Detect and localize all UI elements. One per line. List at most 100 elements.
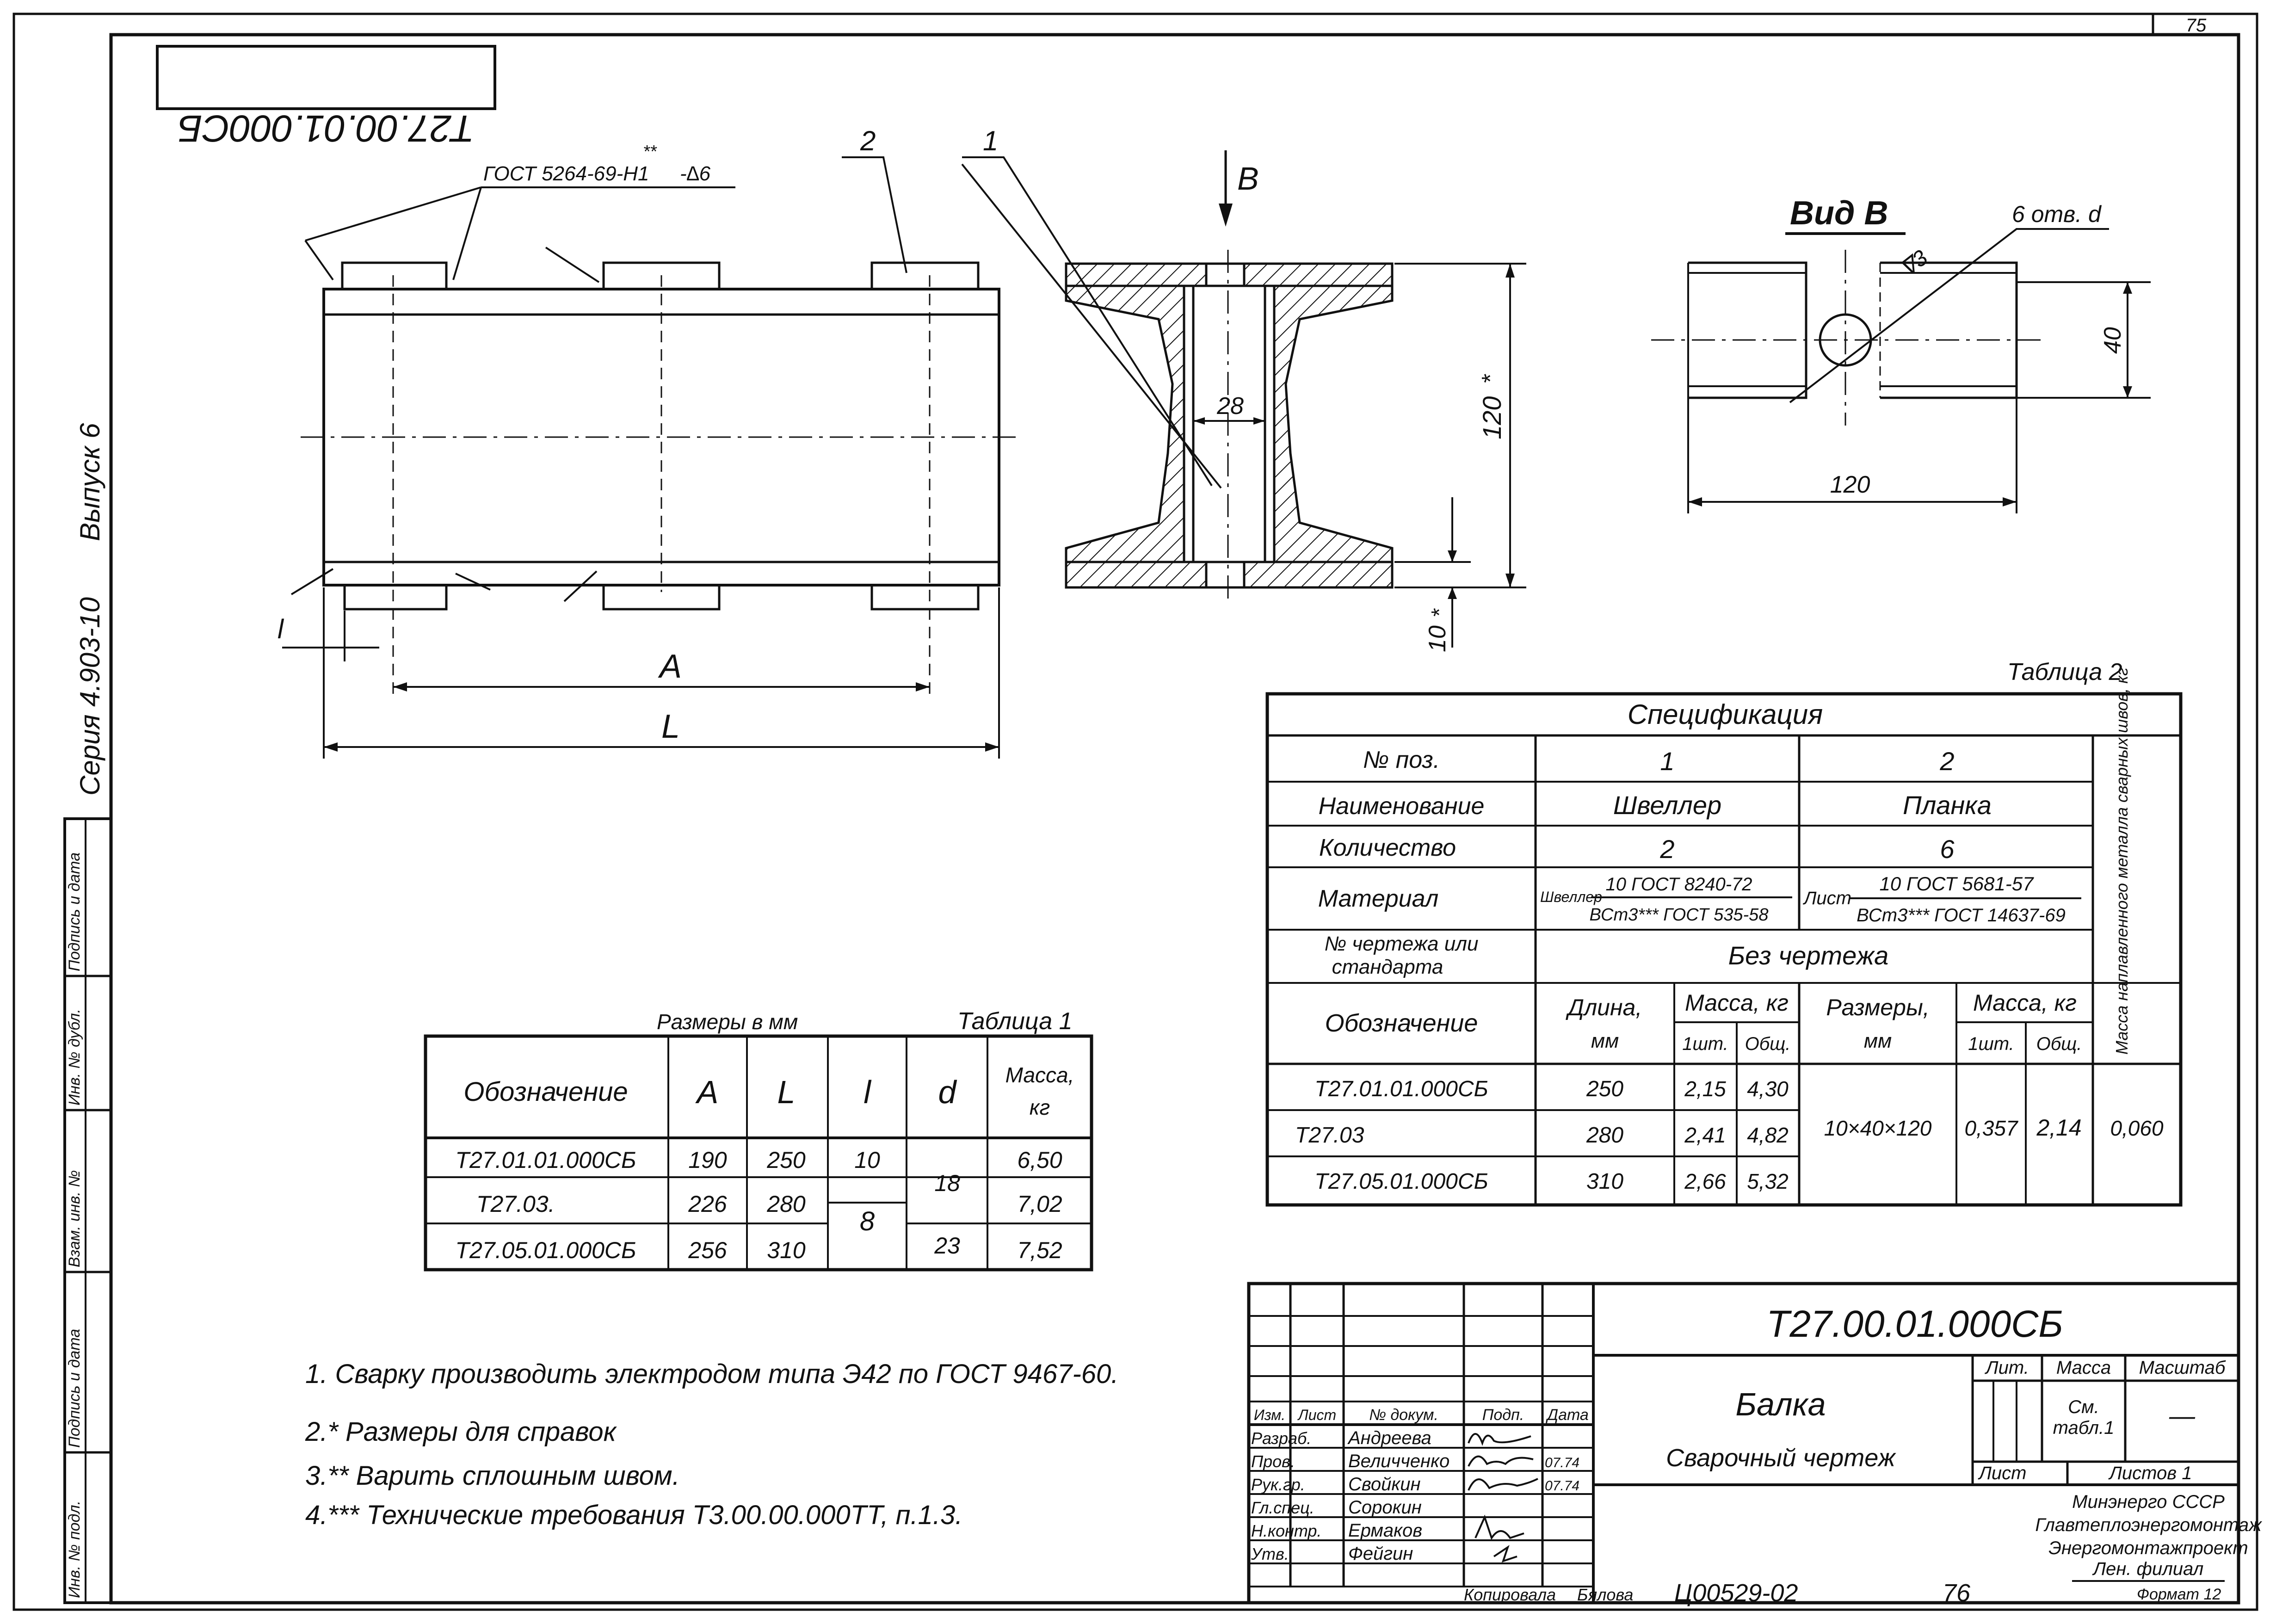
t2-r2-length: 280 bbox=[1586, 1123, 1623, 1148]
t2-label-drawing: № чертежа или bbox=[1325, 932, 1479, 955]
stamp-inv-dubl: Инв. № дубл. bbox=[66, 1009, 83, 1105]
t2-label-each: 1шт. bbox=[1682, 1034, 1728, 1054]
table-2: Таблица 2 Спецификация № поз. Наименован… bbox=[1265, 659, 2183, 1207]
t2-mass-total-value: 2,14 bbox=[2036, 1115, 2081, 1141]
tb-mass: Масса bbox=[2056, 1358, 2111, 1378]
t2-title: Спецификация bbox=[1628, 699, 1823, 730]
callout-1: 1 bbox=[983, 125, 998, 156]
dim-40: 40 bbox=[2099, 327, 2126, 354]
tb-scale: Масштаб bbox=[2139, 1358, 2226, 1378]
plate-top-2 bbox=[602, 261, 721, 290]
tb-person-1: Андреева bbox=[1347, 1428, 1431, 1448]
roughness: ∇3 bbox=[1896, 246, 1932, 282]
plate-bottom-2 bbox=[602, 584, 721, 611]
t2-label-mass: Масса, кг bbox=[1685, 990, 1789, 1016]
bottom-format: Формат 12 bbox=[2137, 1586, 2221, 1603]
tb-scale-value: — bbox=[2169, 1401, 2196, 1430]
t2-material-2-top: 10 ГОСТ 5681-57 bbox=[1880, 873, 2035, 895]
t1-r2-l: 8 bbox=[860, 1206, 875, 1236]
note-4: 4.*** Технические требования Т3.00.00.00… bbox=[305, 1500, 962, 1530]
stamp-sign-date-2: Подпись и дата bbox=[66, 1329, 83, 1448]
t2-label-length: Длина, bbox=[1566, 994, 1642, 1020]
t1-r1-mass: 6,50 bbox=[1017, 1147, 1062, 1173]
t1-r3-d: 23 bbox=[934, 1233, 960, 1259]
t2-r1-length: 250 bbox=[1586, 1077, 1623, 1101]
title-block: Т27.00.01.000СБ Балка Сварочный чертеж И… bbox=[1247, 1282, 2262, 1605]
t2-material-1-top: 10 ГОСТ 8240-72 bbox=[1605, 874, 1752, 895]
t2-material-2-bottom: ВСт3*** ГОСТ 14637-69 bbox=[1857, 905, 2066, 926]
table2-caption: Таблица 2 bbox=[2007, 659, 2122, 685]
t2-r3-each: 2,66 bbox=[1684, 1169, 1726, 1193]
t2-r2-each: 2,41 bbox=[1684, 1123, 1726, 1147]
t2-material-1-bottom: ВСт3*** ГОСТ 535-58 bbox=[1590, 905, 1769, 925]
t1-r3-mass: 7,52 bbox=[1017, 1237, 1062, 1263]
tb-role-6: Утв. bbox=[1251, 1544, 1289, 1563]
dim-A: A bbox=[658, 648, 682, 685]
t2-r3-designation: Т27.05.01.000СБ bbox=[1314, 1169, 1488, 1194]
t1-head-designation: Обозначение bbox=[463, 1077, 628, 1107]
tb-person-4: Сорокин bbox=[1348, 1497, 1422, 1518]
signature-3 bbox=[1468, 1478, 1538, 1491]
tb-role-3: Рук.гр. bbox=[1251, 1475, 1305, 1494]
plate-top-3 bbox=[870, 261, 980, 290]
t2-r1-designation: Т27.01.01.000СБ bbox=[1314, 1077, 1488, 1101]
t2-r2-designation: Т27.03 bbox=[1295, 1123, 1364, 1148]
tb-mass-value-1: См. bbox=[2068, 1397, 2099, 1417]
t2-r1-total: 4,30 bbox=[1747, 1077, 1789, 1101]
plate-bottom-3 bbox=[870, 584, 980, 611]
bottom-copied: Копировала bbox=[1464, 1585, 1556, 1604]
dim-l: l bbox=[278, 614, 284, 644]
t2-label-name: Наименование bbox=[1319, 793, 1485, 820]
t1-head-L: L bbox=[777, 1074, 796, 1110]
t2-label-sizes: Размеры, bbox=[1826, 994, 1929, 1020]
tb-org-3: Энергомонтажпроект bbox=[2048, 1538, 2248, 1558]
table-1: Размеры в мм Таблица 1 Обозначение A L l… bbox=[424, 1008, 1093, 1272]
t2-label-designation: Обозначение bbox=[1325, 1009, 1478, 1037]
t1-head-d: d bbox=[938, 1074, 957, 1110]
view-b-title: Вид В bbox=[1790, 195, 1888, 232]
t1-r3-L: 310 bbox=[767, 1237, 806, 1263]
tb-doc-type: Сварочный чертеж bbox=[1666, 1444, 1897, 1472]
mirrored-code-stamp bbox=[156, 45, 496, 110]
t1-r1-L: 250 bbox=[766, 1147, 806, 1173]
dim-bottom: 10 bbox=[1424, 625, 1451, 652]
view-b: Вид В 6 отв. d ∇3 40 120 bbox=[1651, 195, 2151, 513]
stamp-sign-date-1: Подпись и дата bbox=[66, 852, 83, 971]
t1-r3-designation: Т27.05.01.000СБ bbox=[455, 1237, 636, 1263]
tb-person-2: Величченко bbox=[1348, 1451, 1450, 1471]
t2-name-1: Швеллер bbox=[1613, 790, 1721, 820]
main-view: ГОСТ 5264-69-Н1 ** -∆6 2 1 l A L bbox=[278, 125, 1222, 759]
tb-role-1: Разраб. bbox=[1251, 1429, 1311, 1448]
t2-label-weld-metal: Масса наплавленного металла сварных швов… bbox=[2112, 667, 2131, 1055]
series-label: Серия 4.903-10 bbox=[74, 597, 105, 796]
dim-L: L bbox=[661, 708, 680, 745]
view-arrow-label: В bbox=[1237, 161, 1259, 197]
stamp-vzam-inv: Взам. инв. № bbox=[66, 1170, 83, 1267]
bottom-number: Ц00529-02 bbox=[1674, 1579, 1798, 1607]
t2-label-length-unit: мм bbox=[1591, 1030, 1619, 1052]
t1-r3-A: 256 bbox=[688, 1237, 727, 1263]
t2-label-qty: Количество bbox=[1319, 834, 1456, 861]
note-3: 3.** Варить сплошным швом. bbox=[305, 1461, 680, 1491]
t2-r1-each: 2,15 bbox=[1684, 1077, 1726, 1101]
tb-date-2: 07.74 bbox=[1545, 1455, 1579, 1470]
t2-drawing-value: Без чертежа bbox=[1728, 941, 1889, 970]
tb-date-3: 07.74 bbox=[1545, 1478, 1579, 1494]
t2-mass-each-value: 0,357 bbox=[1964, 1116, 2018, 1140]
note-2: 2.* Размеры для справок bbox=[305, 1417, 617, 1447]
section-view: В 28 120 * 10 * bbox=[1065, 150, 1526, 652]
t2-label-material: Материал bbox=[1318, 885, 1439, 912]
t2-label-sizes-unit: мм bbox=[1864, 1030, 1892, 1052]
dim-120: 120 bbox=[1830, 471, 1870, 498]
t1-head-l: l bbox=[864, 1074, 872, 1110]
tb-name: Балка bbox=[1735, 1386, 1826, 1422]
tb-org-1: Минэнерго СССР bbox=[2072, 1492, 2225, 1512]
plate-bottom-1 bbox=[343, 584, 448, 611]
signature-1 bbox=[1468, 1433, 1531, 1446]
note-1: 1. Сварку производить электродом типа Э4… bbox=[305, 1359, 1118, 1389]
t1-head-A: A bbox=[695, 1074, 719, 1110]
tb-role-2: Пров. bbox=[1251, 1452, 1295, 1471]
t2-label-each2: 1шт. bbox=[1968, 1034, 2014, 1054]
t2-r2-total: 4,82 bbox=[1747, 1123, 1789, 1147]
